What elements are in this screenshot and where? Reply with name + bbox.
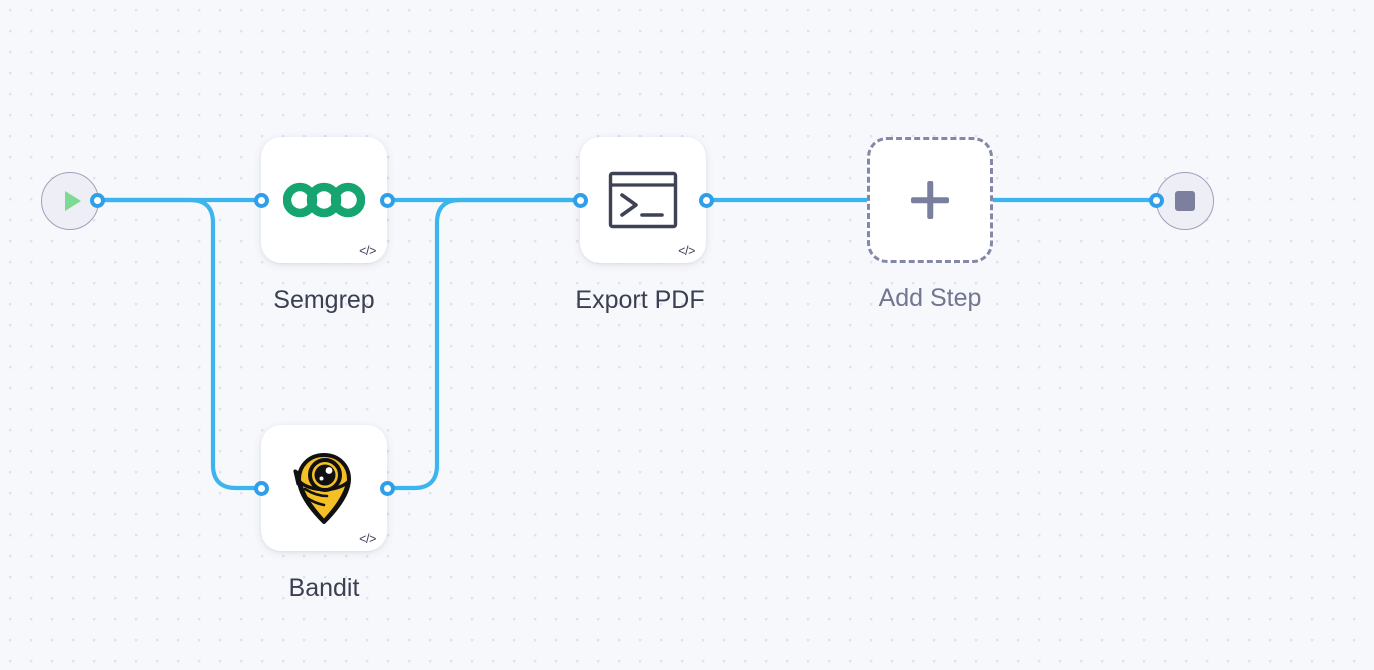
bandit-node-label: Bandit: [288, 574, 360, 602]
export-pdf-input-handle[interactable]: [572, 192, 588, 208]
start-node-output-handle[interactable]: [90, 192, 105, 208]
semgrep-node-card[interactable]: </>: [261, 137, 387, 263]
play-icon: [64, 191, 81, 211]
stop-icon: [1175, 191, 1195, 211]
export-pdf-node[interactable]: </>: [572, 137, 714, 263]
add-step-node-card[interactable]: [867, 137, 993, 263]
end-node-circle[interactable]: [1156, 172, 1214, 230]
bandit-input-handle[interactable]: [253, 480, 269, 496]
terminal-icon: [608, 171, 678, 229]
plus-icon: [911, 181, 949, 219]
code-badge-icon: </>: [359, 243, 376, 258]
bandit-output-handle[interactable]: [379, 480, 395, 496]
semgrep-node-label: Semgrep: [273, 286, 375, 314]
export-pdf-node-label: Export PDF: [575, 286, 705, 314]
add-step-node[interactable]: [867, 137, 993, 263]
semgrep-output-handle[interactable]: [379, 192, 395, 208]
end-node[interactable]: [1148, 172, 1214, 230]
semgrep-logo-icon: [283, 182, 365, 218]
semgrep-node[interactable]: </>: [253, 137, 395, 263]
end-node-input-handle[interactable]: [1148, 192, 1164, 208]
start-node[interactable]: [41, 172, 105, 230]
bandit-node[interactable]: </>: [253, 425, 395, 551]
export-pdf-node-card[interactable]: </>: [580, 137, 706, 263]
semgrep-input-handle[interactable]: [253, 192, 269, 208]
edge-bandit-to-exportpdf: [384, 197, 583, 491]
code-badge-icon: </>: [678, 243, 695, 258]
export-pdf-output-handle[interactable]: [698, 192, 714, 208]
edge-start-to-bandit: [95, 197, 264, 491]
start-node-circle[interactable]: [41, 172, 99, 230]
code-badge-icon: </>: [359, 531, 376, 546]
add-step-node-label: Add Step: [878, 284, 982, 312]
bandit-node-card[interactable]: </>: [261, 425, 387, 551]
bandit-logo-icon: [293, 453, 351, 524]
